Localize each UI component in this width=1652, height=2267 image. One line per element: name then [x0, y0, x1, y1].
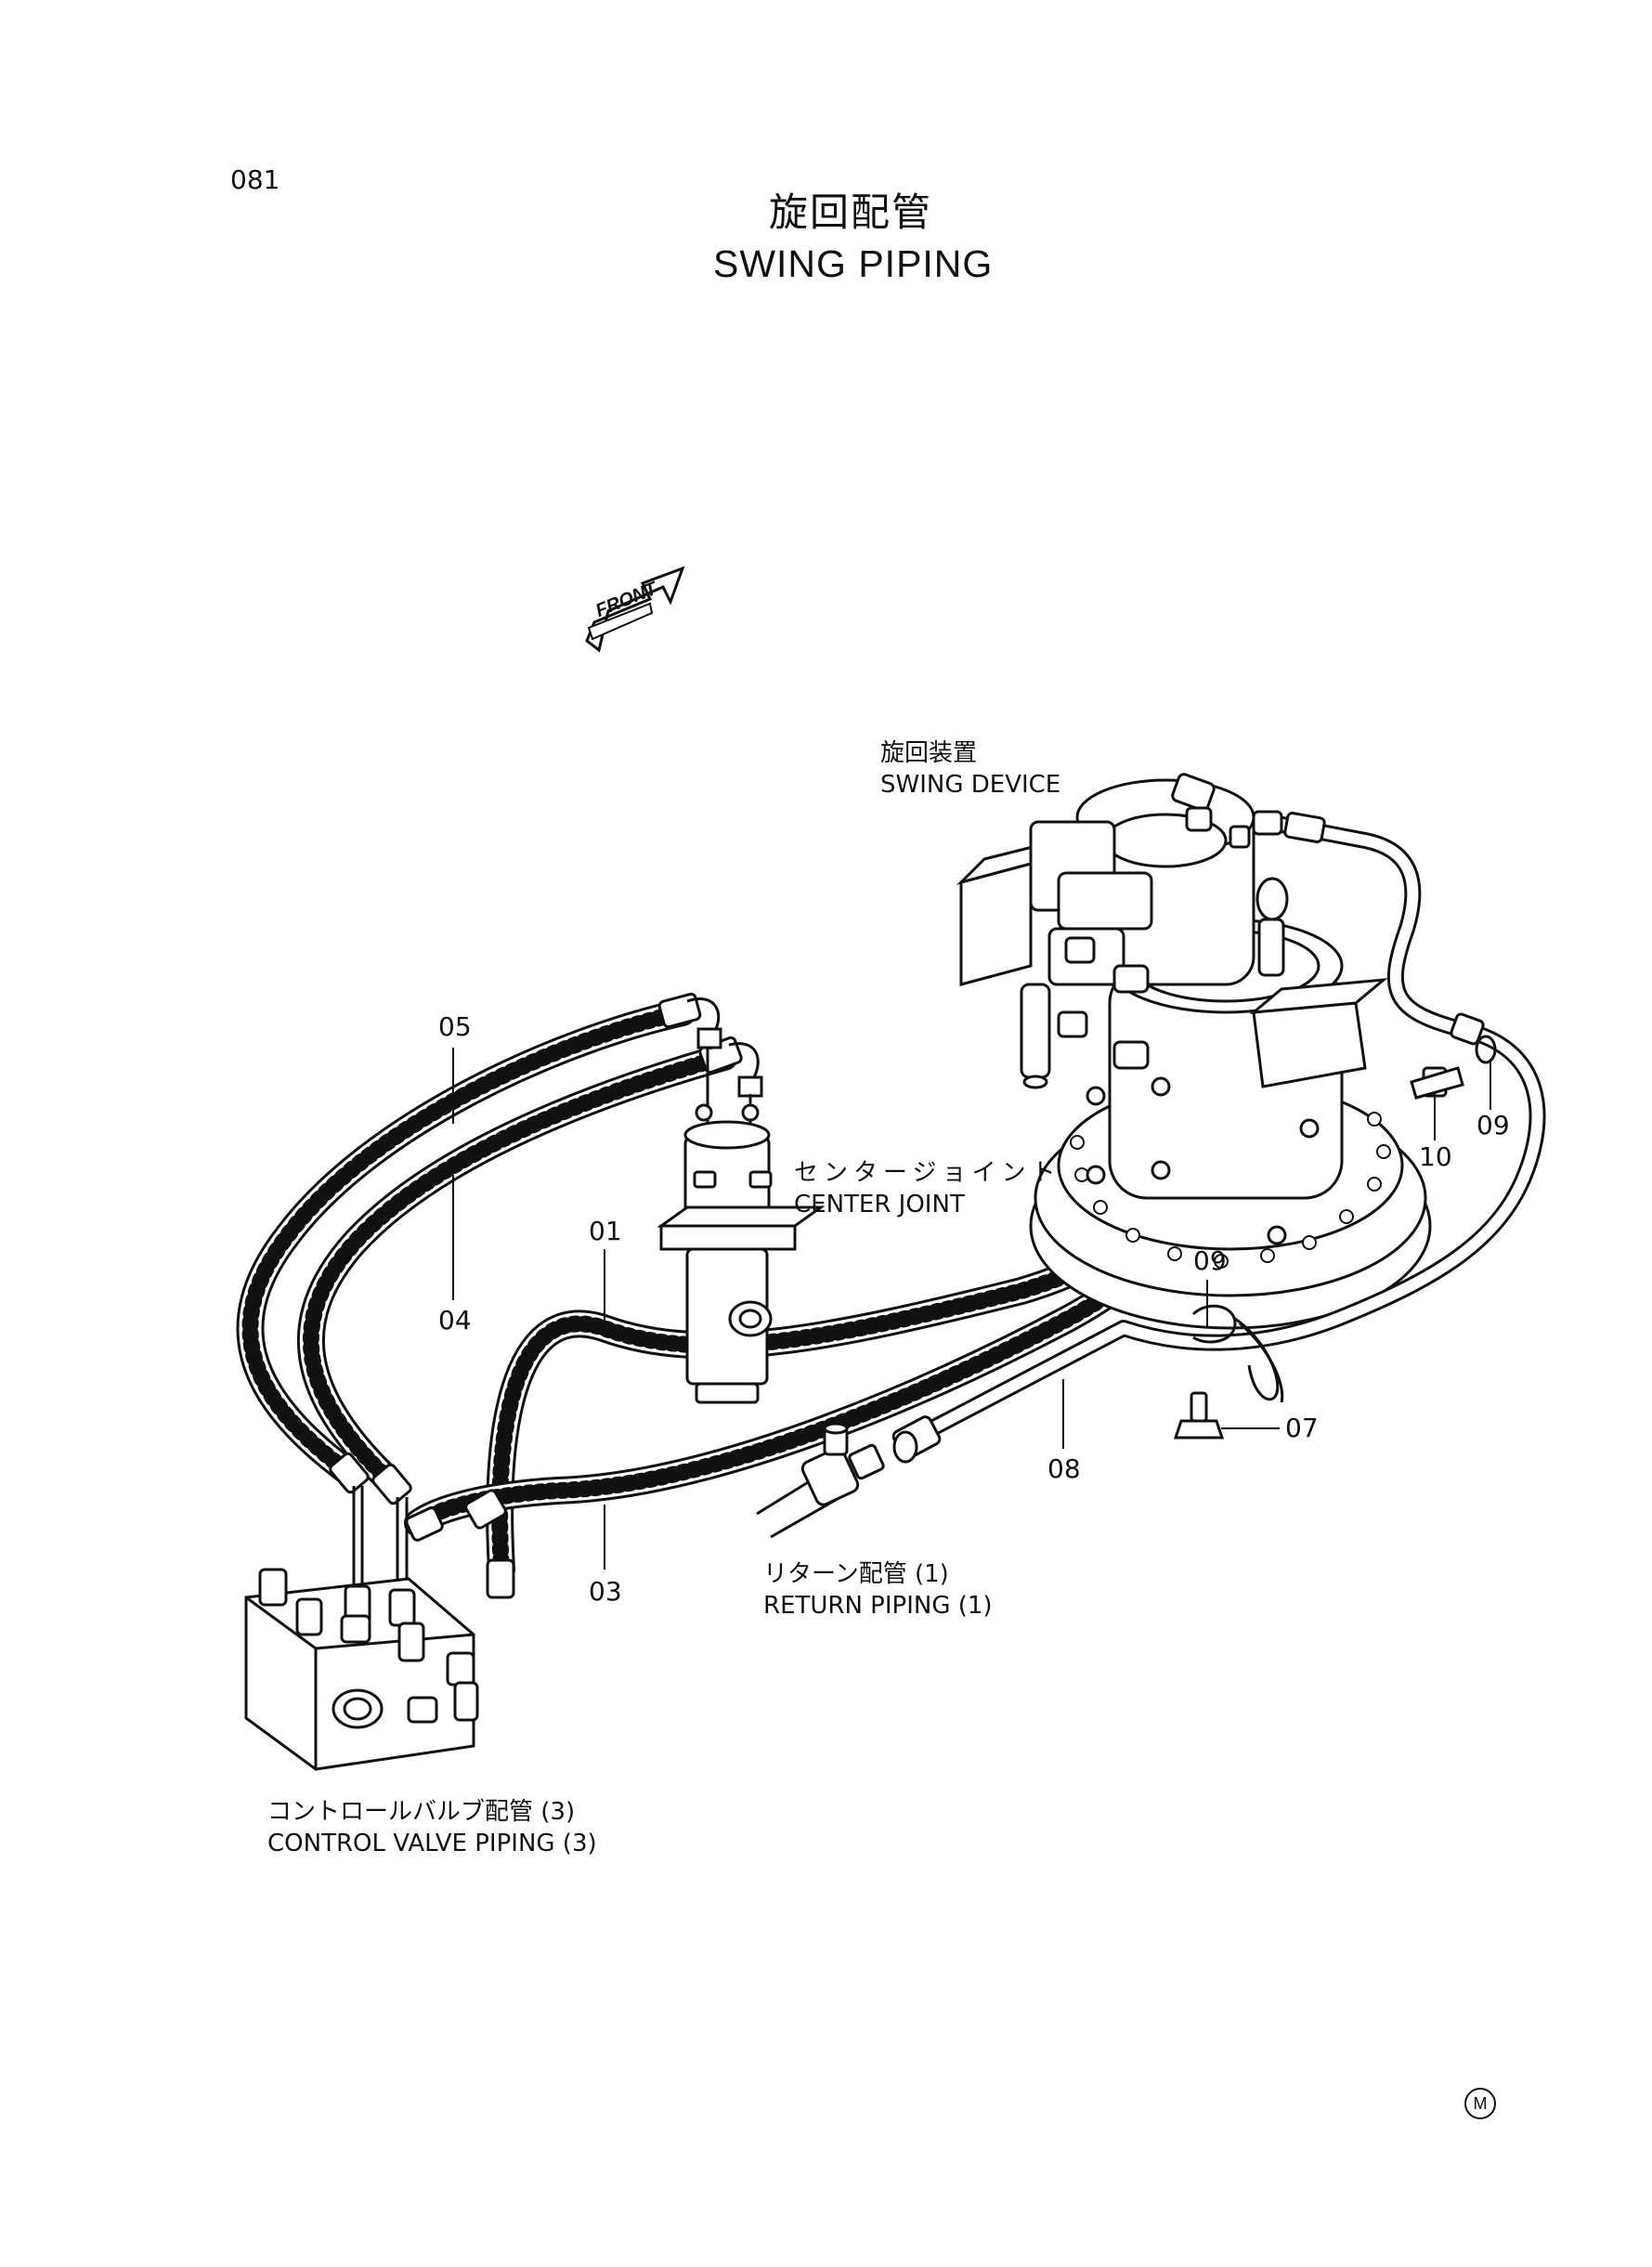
pipe-08-fittings: [891, 812, 1484, 1462]
callout-10: 10: [1419, 1141, 1452, 1172]
swing-device: [961, 773, 1463, 1328]
leader-lines: [453, 1048, 1490, 1570]
page-title-jp: 旋回配管: [769, 189, 933, 235]
page-number: 081: [230, 164, 280, 195]
callout-08: 08: [1047, 1453, 1081, 1484]
front-arrow: [587, 568, 683, 650]
control-valve-piping-label-jp: コントロールバルブ配管 (3): [267, 1798, 576, 1826]
swing-device-label-jp: 旋回装置: [880, 739, 978, 767]
bolt-07: [1176, 1393, 1222, 1438]
callout-03: 03: [589, 1576, 622, 1607]
swing-device-label-en: SWING DEVICE: [880, 771, 1061, 799]
callout-07: 07: [1285, 1413, 1319, 1443]
elbow-fittings: [687, 999, 761, 1096]
pipe-08: [929, 822, 1538, 1430]
corner-mark: M: [1464, 2088, 1496, 2119]
hose-05: [250, 1012, 683, 1472]
center-joint: [661, 1105, 821, 1402]
page-title-en: SWING PIPING: [713, 242, 994, 285]
return-piping-partial: [757, 1424, 885, 1537]
pipe-clamps: [1193, 1036, 1495, 1402]
return-piping-label-en: RETURN PIPING (1): [763, 1592, 993, 1620]
control-valve: [246, 1489, 507, 1769]
callout-09-clamp-lower: 09: [1193, 1245, 1227, 1276]
corner-mark-letter: M: [1473, 2094, 1488, 2113]
callout-04: 04: [438, 1305, 472, 1335]
callout-01: 01: [589, 1216, 622, 1246]
center-joint-label-en: CENTER JOINT: [794, 1191, 965, 1218]
center-joint-label-jp: センタージョイント: [794, 1159, 1061, 1187]
return-piping-label-jp: リターン配管 (1): [763, 1560, 949, 1588]
callout-09-clamp-right: 09: [1476, 1110, 1510, 1140]
control-valve-piping-label-en: CONTROL VALVE PIPING (3): [267, 1830, 597, 1857]
callout-05: 05: [438, 1011, 472, 1042]
hose-04: [311, 1057, 724, 1481]
